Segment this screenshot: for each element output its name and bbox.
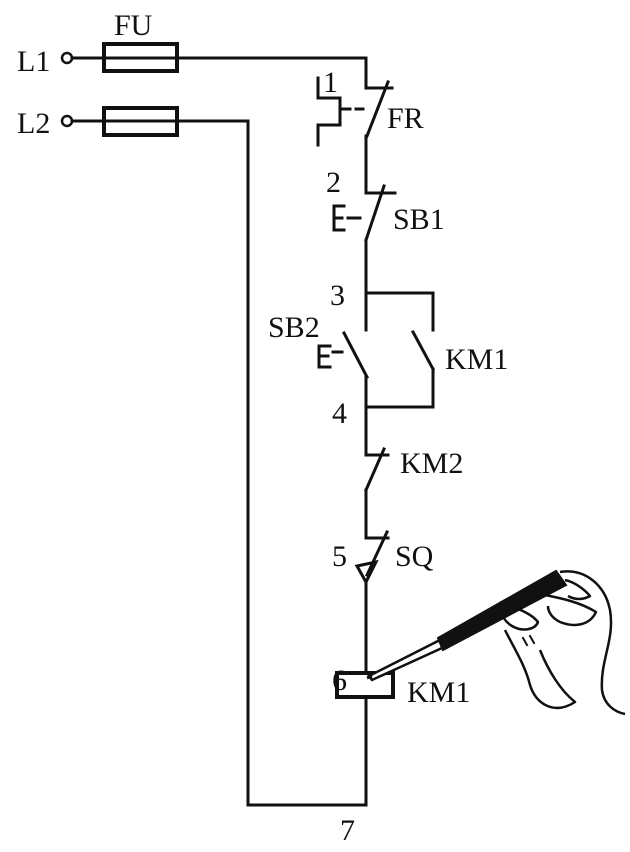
test-probe-icon (366, 569, 568, 682)
km2-contact (364, 447, 390, 540)
l1-label: L1 (17, 45, 50, 78)
node-2: 2 (326, 166, 341, 199)
node-3: 3 (330, 279, 345, 312)
node-1: 1 (323, 66, 338, 99)
node-7: 7 (340, 814, 355, 847)
l2-label: L2 (17, 107, 50, 140)
node-5: 5 (332, 540, 347, 573)
fr-label: FR (387, 102, 424, 135)
km2-label: KM2 (400, 447, 463, 480)
km1-contact-label: KM1 (445, 343, 508, 376)
sq-contact (354, 530, 390, 675)
sb2-label: SB2 (268, 311, 320, 344)
sb2-km1-parallel (317, 291, 436, 457)
node-6: 6 (332, 664, 347, 697)
node-4: 4 (332, 397, 347, 430)
sb1-contact (332, 184, 397, 332)
km1-coil-label: KM1 (407, 676, 470, 709)
sb1-label: SB1 (393, 203, 445, 236)
l1-wire (70, 56, 394, 90)
fr-contact (316, 76, 390, 195)
hand-icon (498, 570, 626, 716)
sq-label: SQ (395, 540, 434, 573)
l2-wire (70, 119, 368, 807)
fuse-label: FU (114, 9, 153, 42)
